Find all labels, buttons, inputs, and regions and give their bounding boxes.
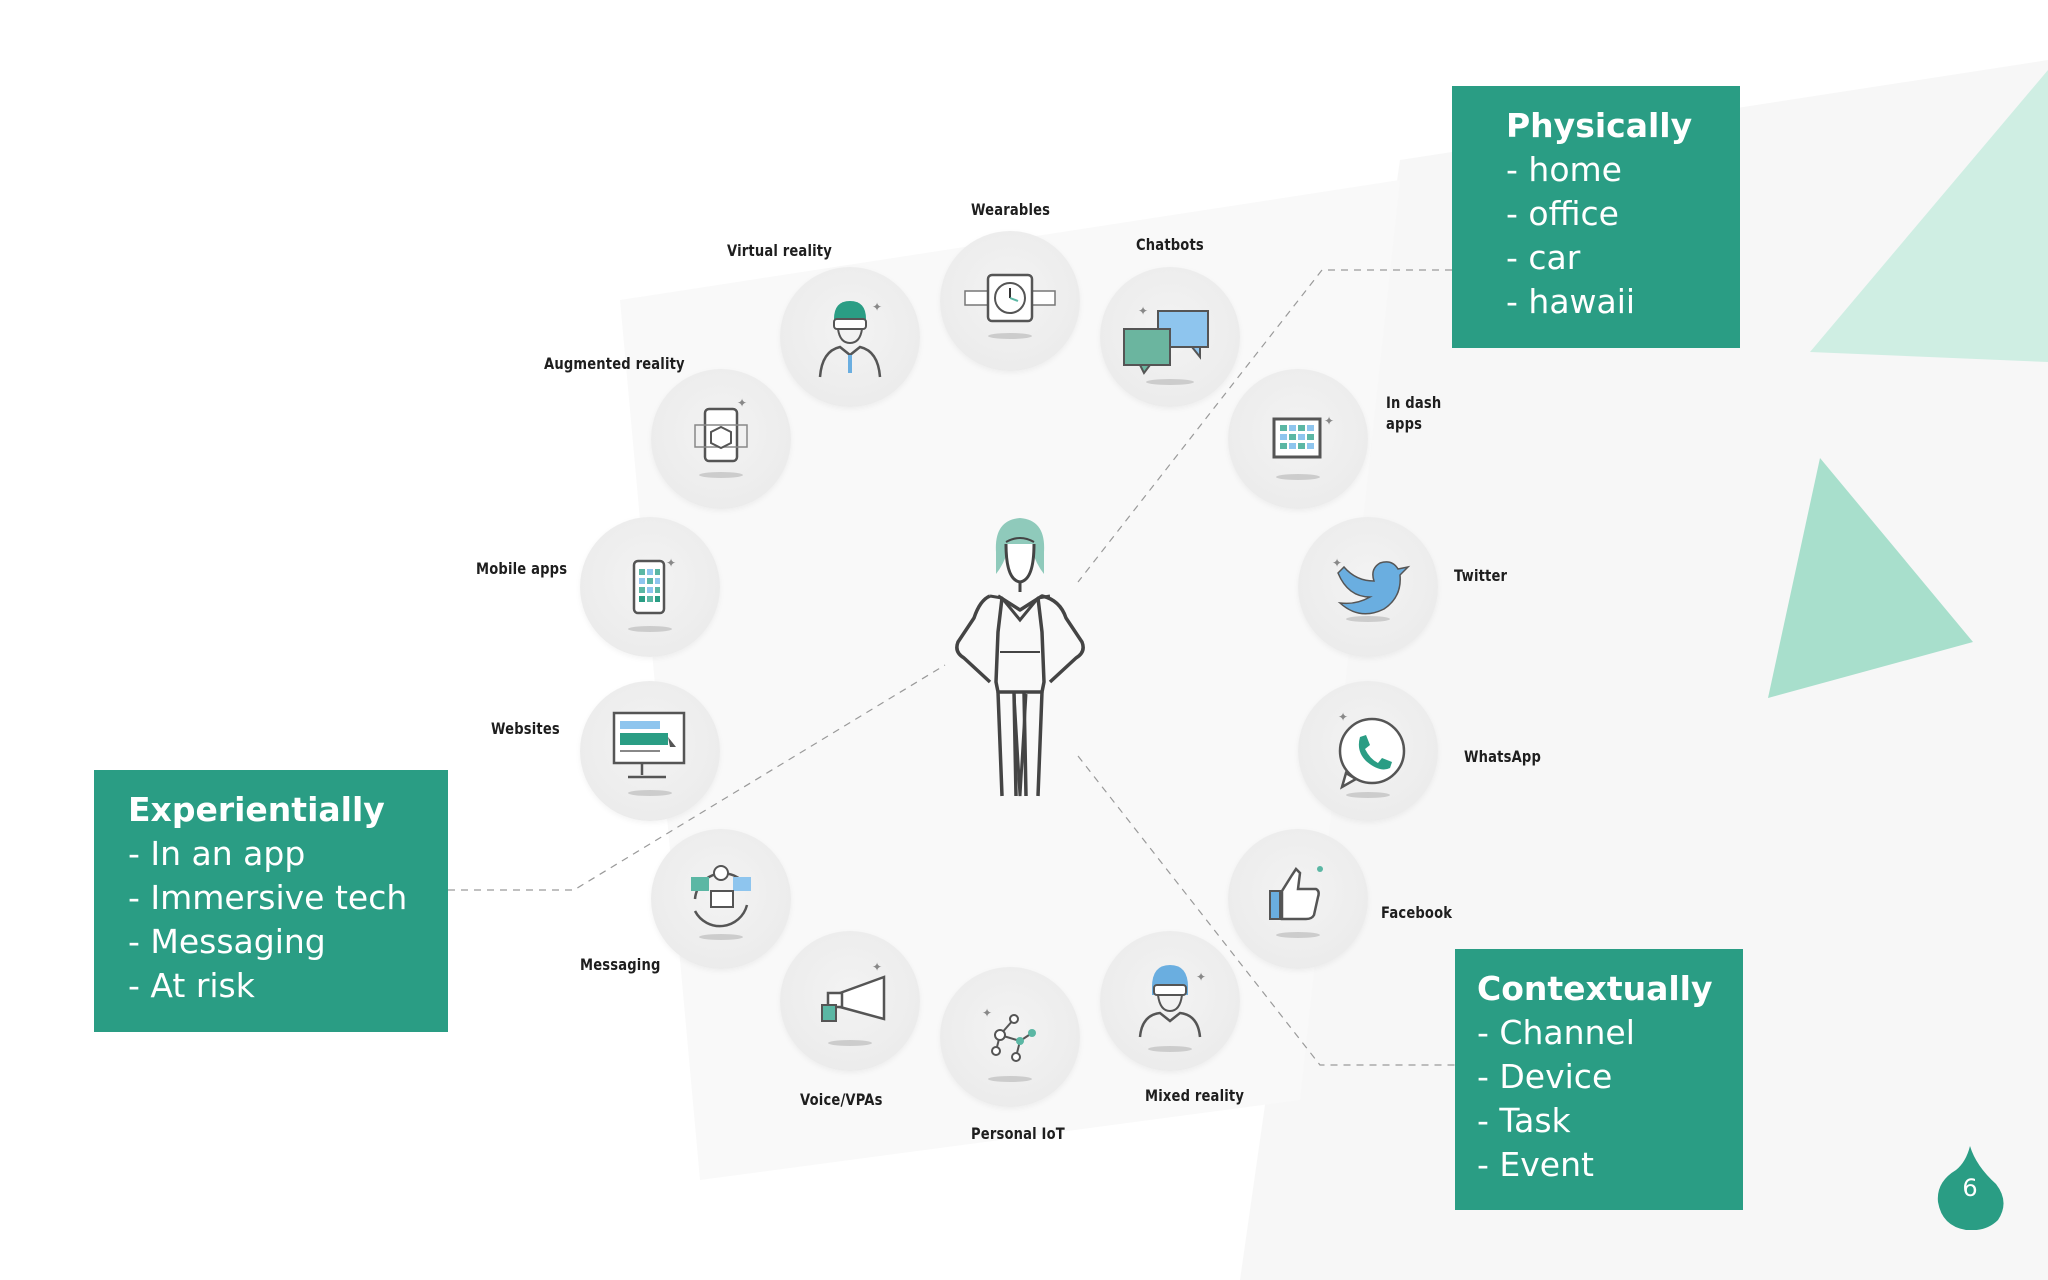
label-mobile-apps: Mobile apps xyxy=(476,559,568,578)
connector-lines xyxy=(448,269,1455,1066)
vr-person-icon: ✦ xyxy=(818,300,882,378)
label-virtual-reality: Virtual reality xyxy=(727,241,832,260)
contextually-item: - Device xyxy=(1477,1057,1613,1096)
contextually-title: Contextually xyxy=(1477,969,1713,1008)
network-nodes-icon: ✦ xyxy=(982,1006,1036,1082)
monitor-icon xyxy=(612,711,686,796)
label-personal-iot: Personal IoT xyxy=(971,1124,1065,1143)
label-mixed-reality: Mixed reality xyxy=(1145,1086,1245,1105)
ar-phone-cube-icon: ✦ xyxy=(694,396,748,478)
label-wearables: Wearables xyxy=(971,200,1051,219)
svg-text:✦: ✦ xyxy=(1324,414,1334,428)
node-mobile-apps: ✦ xyxy=(580,517,720,657)
label-augmented-reality: Augmented reality xyxy=(544,354,685,373)
contextually-item: - Task xyxy=(1477,1101,1571,1140)
node-in-dash-apps: ✦ xyxy=(1228,369,1368,509)
physically-item: - car xyxy=(1506,238,1581,277)
node-twitter: ✦ xyxy=(1298,517,1438,657)
node-mixed-reality: ✦ xyxy=(1100,931,1240,1071)
megaphone-icon: ✦ xyxy=(821,960,886,1046)
label-websites: Websites xyxy=(491,719,560,738)
node-wearables xyxy=(940,231,1080,371)
node-facebook xyxy=(1228,829,1368,969)
node-chatbots: ✦ xyxy=(1100,267,1240,407)
node-virtual-reality: ✦ xyxy=(780,267,920,407)
chat-bubbles-icon: ✦ xyxy=(1123,304,1209,385)
experientially-item: - Immersive tech xyxy=(128,878,408,917)
page-number: 6 xyxy=(1962,1174,1978,1202)
node-websites xyxy=(580,681,720,821)
experientially-item: - In an app xyxy=(128,834,306,873)
person-figure xyxy=(955,518,1085,797)
label-messaging: Messaging xyxy=(580,955,661,974)
experientially-title: Experientially xyxy=(128,790,385,829)
label-twitter: Twitter xyxy=(1454,566,1508,585)
label-whatsapp: WhatsApp xyxy=(1464,747,1542,766)
svg-text:✦: ✦ xyxy=(982,1006,992,1020)
physically-item: - home xyxy=(1506,150,1622,189)
physically-item: - office xyxy=(1506,194,1619,233)
svg-text:✦: ✦ xyxy=(872,960,882,974)
contextually-box: Contextually - Channel - Device - Task -… xyxy=(1455,949,1743,1210)
page-number-badge xyxy=(1937,1146,2004,1230)
label-chatbots: Chatbots xyxy=(1136,235,1204,254)
svg-text:✦: ✦ xyxy=(872,300,882,314)
green-triangle-top xyxy=(1810,70,2048,362)
svg-text:✦: ✦ xyxy=(737,396,747,410)
watch-icon xyxy=(964,273,1056,339)
experientially-item: - At risk xyxy=(128,966,255,1005)
svg-text:✦: ✦ xyxy=(1138,304,1148,318)
headset-person-icon: ✦ xyxy=(1138,965,1206,1052)
svg-text:✦: ✦ xyxy=(1338,710,1348,724)
node-whatsapp: ✦ xyxy=(1298,681,1438,821)
svg-text:✦: ✦ xyxy=(666,556,676,570)
node-augmented-reality: ✦ xyxy=(651,369,791,509)
dashboard-grid-icon: ✦ xyxy=(1272,414,1334,480)
node-messaging xyxy=(651,829,791,969)
experientially-item: - Messaging xyxy=(128,922,326,961)
svg-text:✦: ✦ xyxy=(1196,970,1206,984)
physically-box: Physically - home - office - car - hawai… xyxy=(1452,86,1740,348)
contextually-item: - Channel xyxy=(1477,1013,1635,1052)
sync-messages-icon xyxy=(691,865,751,940)
svg-text:✦: ✦ xyxy=(1332,556,1342,570)
physically-title: Physically xyxy=(1506,106,1693,145)
node-voice-vpas: ✦ xyxy=(780,931,920,1071)
whatsapp-phone-icon: ✦ xyxy=(1338,710,1406,798)
label-voice-vpas: Voice/VPAs xyxy=(800,1090,883,1109)
thumbs-up-icon xyxy=(1269,866,1323,938)
experientially-box: Experientially - In an app - Immersive t… xyxy=(94,770,448,1032)
twitter-bird-icon: ✦ xyxy=(1332,556,1411,622)
contextually-item: - Event xyxy=(1477,1145,1594,1184)
physically-item: - hawaii xyxy=(1506,282,1636,321)
green-triangle-middle xyxy=(1768,458,1973,698)
node-personal-iot: ✦ xyxy=(940,967,1080,1107)
label-in-dash-apps: In dash apps xyxy=(1386,393,1442,433)
label-facebook: Facebook xyxy=(1381,903,1453,922)
smartphone-icon: ✦ xyxy=(628,556,676,632)
